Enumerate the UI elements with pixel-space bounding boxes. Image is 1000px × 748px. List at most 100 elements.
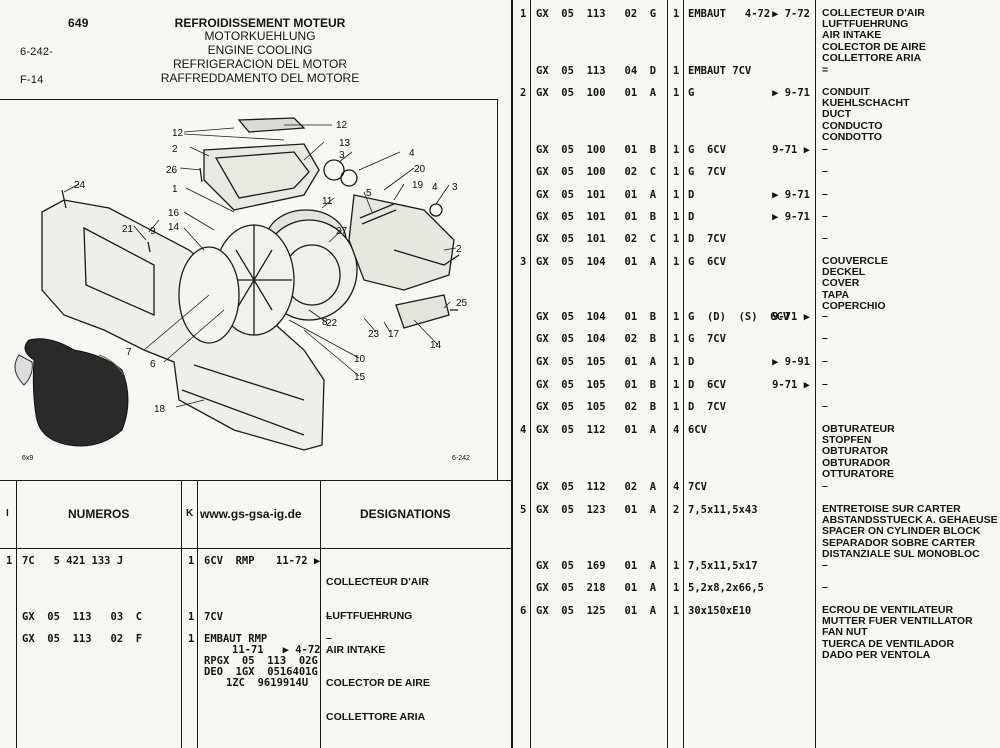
right-row-16-number: GX 05 123 01 A <box>536 504 657 516</box>
title-es: REFRIGERACION DEL MOTOR <box>172 57 348 71</box>
left-col-sep-1 <box>16 480 17 748</box>
right-row-11-designation: – <box>822 355 828 367</box>
callout-20: 20 <box>414 164 426 175</box>
callout-5: 5 <box>366 188 372 199</box>
desc-de: LUFTFUEHRUNG <box>326 610 413 622</box>
callout-2b: 2 <box>456 244 462 255</box>
right-row-10-number: GX 05 104 02 B <box>536 333 657 345</box>
right-row-12-qty: 1 <box>673 379 680 391</box>
callout-19: 19 <box>412 180 424 191</box>
desc-same: – <box>822 188 828 200</box>
right-col-sep-2 <box>667 0 668 748</box>
right-row-1-designation: = <box>822 64 829 76</box>
desc-it: COPERCHIO <box>822 299 886 312</box>
desc-de: DECKEL <box>822 266 866 279</box>
right-row-3-ref: G 6CV <box>688 144 726 156</box>
desc-en: DUCT <box>822 108 852 121</box>
left-row-0-qty: 1 <box>188 555 195 567</box>
exploded-diagram: 12 12 2 13 3 4 26 1 20 19 4 3 24 11 5 16… <box>4 100 497 476</box>
right-row-3-number: GX 05 100 01 B <box>536 144 657 156</box>
fig-code: F-14 <box>20 74 44 86</box>
website-link[interactable]: www.gs-gsa-ig.de <box>200 507 302 521</box>
right-row-10-ref: G 7CV <box>688 333 726 345</box>
right-row-9-qty: 1 <box>673 311 680 323</box>
desc-de: MUTTER FUER VENTILLATOR <box>822 615 973 628</box>
right-row-15-ref: 7CV <box>688 481 707 493</box>
right-row-15-qty: 4 <box>673 481 680 493</box>
right-row-9-designation: – <box>822 310 828 322</box>
callout-24: 24 <box>74 180 86 191</box>
desc-same: – <box>822 559 828 571</box>
callout-14b: 14 <box>430 340 442 351</box>
callout-14a: 14 <box>168 222 180 233</box>
callout-11: 11 <box>322 196 333 207</box>
desc-it: DISTANZIALE SUL MONOBLOC <box>822 547 980 560</box>
right-row-13-designation: – <box>822 400 828 412</box>
right-row-19-ref: 30x150xE10 <box>688 605 752 617</box>
left-row-1-number: GX 05 113 03 C <box>22 611 143 623</box>
left-row-2-extra-1: RPGX 05 113 02G <box>204 655 318 667</box>
left-row-0-ref: 6CV RMP <box>204 555 255 567</box>
desc-fr: OBTURATEUR <box>822 423 895 435</box>
right-row-5-designation: – <box>822 188 828 200</box>
callout-17: 17 <box>388 329 400 340</box>
left-row-1-ref: 7CV <box>204 611 223 623</box>
right-row-3-designation: – <box>822 143 828 155</box>
engine-thumbnail <box>14 338 129 447</box>
desc-es: COLECTOR DE AIRE <box>822 40 926 53</box>
right-row-12-date: 9-71 ▶ <box>772 379 810 391</box>
right-row-7-number: GX 05 101 02 C <box>536 233 657 245</box>
right-row-15-number: GX 05 112 02 A <box>536 481 657 493</box>
table-top-border <box>0 480 512 481</box>
diagram-footer-right: 6-242 <box>452 455 470 462</box>
callout-1: 1 <box>172 184 178 195</box>
callout-6: 6 <box>150 359 156 370</box>
right-row-19-number: GX 05 125 01 A <box>536 605 657 617</box>
right-row-2-number: GX 05 100 01 A <box>536 87 657 99</box>
left-row-1-qty: 1 <box>188 611 195 623</box>
desc-same: – <box>822 400 828 412</box>
left-row-2-extra-0: 11-71 ▶ 4-72 <box>232 644 321 656</box>
title-fr: REFROIDISSEMENT MOTEUR <box>174 16 346 30</box>
desc-de: LUFTFUEHRUNG <box>822 18 909 31</box>
left-col-sep-4 <box>320 480 321 748</box>
right-col-sep-3 <box>683 0 684 748</box>
callout-3b: 3 <box>452 182 458 193</box>
right-row-14-number: GX 05 112 01 A <box>536 424 657 436</box>
right-row-17-qty: 1 <box>673 560 680 572</box>
right-row-15-designation: – <box>822 480 828 492</box>
engine-cooling-exploded-view: 12 12 2 13 3 4 26 1 20 19 4 3 24 11 5 16… <box>14 117 470 462</box>
right-row-5-qty: 1 <box>673 189 680 201</box>
right-row-8-qty: 1 <box>673 256 680 268</box>
right-row-7-qty: 1 <box>673 233 680 245</box>
right-row-19-index: 6 <box>520 605 527 617</box>
right-row-2-date: ▶ 9-71 <box>772 87 810 99</box>
desc-es: COLECTOR DE AIRE <box>326 677 430 690</box>
desc-same: – <box>822 378 828 390</box>
page-number: 649 <box>68 16 89 30</box>
callout-13: 13 <box>339 138 351 149</box>
right-row-5-date: ▶ 9-71 <box>772 189 810 201</box>
desc-fr: COUVERCLE <box>822 255 888 267</box>
diagram-top-border <box>0 99 497 100</box>
desc-it: CONDOTTO <box>822 130 882 143</box>
title-it: RAFFREDDAMENTO DEL MOTORE <box>160 71 360 85</box>
desc-it: COLLETTORE ARIA <box>822 51 922 64</box>
desc-es: CONDUCTO <box>822 119 883 132</box>
right-row-16-ref: 7,5x11,5x43 <box>688 504 758 516</box>
callout-25: 25 <box>456 298 468 309</box>
right-row-1-ref: EMBAUT 7CV <box>688 65 752 77</box>
right-col-sep-4 <box>815 0 816 748</box>
table-header-border <box>0 548 512 549</box>
desc-same: = <box>822 64 829 76</box>
left-row-2-extra-2: DEO 1GX 0516401G <box>204 666 318 678</box>
right-row-13-number: GX 05 105 02 B <box>536 401 657 413</box>
title-en: ENGINE COOLING <box>207 43 313 57</box>
desc-same: – <box>822 210 828 222</box>
right-row-18-number: GX 05 218 01 A <box>536 582 657 594</box>
